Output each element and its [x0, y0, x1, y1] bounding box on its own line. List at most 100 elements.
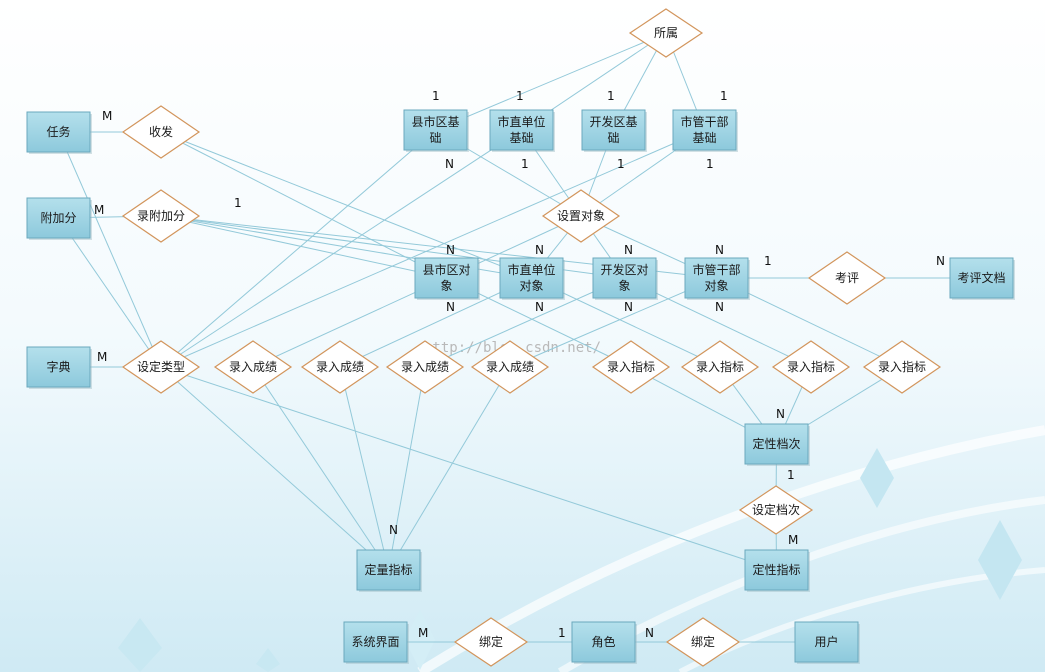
- connector-line: [160, 129, 705, 368]
- cardinality-label: N: [715, 300, 724, 314]
- entity-box: [794, 621, 859, 663]
- relation-label: 录入指标: [607, 359, 655, 374]
- relation-rec_bonus[interactable]: 录附加分: [121, 189, 201, 243]
- connector-line: [160, 129, 436, 368]
- cardinality-label: 1: [720, 89, 728, 103]
- entity-label: 定性档次: [752, 436, 800, 451]
- cardinality-label: 1: [516, 89, 524, 103]
- entity-quant_ind[interactable]: 定量指标: [356, 549, 422, 592]
- relation-score1[interactable]: 录入成绩: [213, 340, 293, 394]
- entity-box: [744, 549, 809, 591]
- entity-box: [571, 621, 636, 663]
- relation-diamond: [213, 340, 293, 394]
- entity-role[interactable]: 角色: [571, 621, 637, 664]
- entity-label: 础: [429, 131, 441, 145]
- relation-rate[interactable]: 考评: [807, 251, 887, 305]
- relation-bind2[interactable]: 绑定: [665, 617, 741, 667]
- relation-ind2[interactable]: 录入指标: [680, 340, 760, 394]
- cardinality-label: 1: [764, 254, 772, 268]
- relation-set_obj[interactable]: 设置对象: [541, 189, 621, 243]
- relation-diamond: [665, 617, 741, 667]
- entity-box: [489, 109, 554, 151]
- relation-set_type[interactable]: 设定类型: [121, 340, 201, 394]
- cardinality-label: M: [102, 109, 112, 123]
- entity-box: [343, 621, 408, 663]
- entity-user[interactable]: 用户: [794, 621, 860, 664]
- relation-diamond: [121, 189, 201, 243]
- cardinality-label: M: [418, 626, 428, 640]
- relation-label: 设定档次: [752, 502, 800, 517]
- entity-box: [26, 197, 91, 239]
- cardinality-label: N: [446, 243, 455, 257]
- connector-line: [160, 129, 522, 368]
- entity-dict[interactable]: 字典: [26, 346, 92, 389]
- relation-belong[interactable]: 所属: [628, 8, 704, 58]
- relation-diamond: [470, 340, 550, 394]
- entity-box: [684, 257, 749, 299]
- relation-score2[interactable]: 录入成绩: [300, 340, 380, 394]
- relation-ind3[interactable]: 录入指标: [771, 340, 851, 394]
- relation-ind4[interactable]: 录入指标: [862, 340, 942, 394]
- connector-line: [424, 277, 625, 368]
- relation-label: 录入成绩: [486, 360, 534, 374]
- entity-label: 基础: [509, 131, 533, 145]
- entity-label: 定性指标: [752, 562, 800, 577]
- relation-label: 录附加分: [137, 209, 185, 223]
- relation-diamond: [121, 105, 201, 159]
- relation-label: 录入指标: [787, 359, 835, 374]
- entity-label: 基础: [692, 131, 716, 145]
- entity-label: 考评文档: [957, 270, 1005, 285]
- cardinality-label: N: [389, 523, 398, 537]
- relation-label: 设置对象: [557, 209, 605, 223]
- entity-task[interactable]: 任务: [26, 111, 92, 154]
- entity-label: 附加分: [40, 211, 76, 225]
- cardinality-label: N: [446, 300, 455, 314]
- deco-diamond: [405, 610, 435, 670]
- entity-qual_grade[interactable]: 定性档次: [744, 423, 810, 466]
- connector-line: [58, 217, 162, 368]
- connector-line: [435, 32, 667, 131]
- cardinality-label: 1: [706, 157, 714, 171]
- relation-diamond: [680, 340, 760, 394]
- relation-score4[interactable]: 录入成绩: [470, 340, 550, 394]
- entity-box: [592, 257, 657, 299]
- cardinality-label: 1: [787, 468, 795, 482]
- relation-issue[interactable]: 收发: [121, 105, 201, 159]
- relation-diamond: [807, 251, 887, 305]
- connector-line: [339, 366, 389, 571]
- relation-label: 录入指标: [878, 359, 926, 374]
- cardinality-label: M: [788, 533, 798, 547]
- relation-set_grade[interactable]: 设定档次: [738, 485, 814, 535]
- entity-sys_ui[interactable]: 系统界面: [343, 621, 409, 664]
- entity-label: 县市区对: [422, 262, 470, 277]
- entity-box: [414, 257, 479, 299]
- relation-ind1[interactable]: 录入指标: [591, 340, 671, 394]
- entity-eval_doc[interactable]: 考评文档: [949, 257, 1015, 300]
- cardinality-label: 1: [234, 196, 242, 210]
- entity-box: [499, 257, 564, 299]
- entity-label: 任务: [46, 124, 70, 139]
- entity-qual_ind[interactable]: 定性指标: [744, 549, 810, 592]
- entity-box: [949, 257, 1014, 299]
- entity-label: 对象: [519, 279, 543, 293]
- entity-bonus[interactable]: 附加分: [26, 197, 92, 240]
- cardinality-label: N: [445, 157, 454, 171]
- relation-diamond: [541, 189, 621, 243]
- relation-label: 绑定: [691, 634, 715, 649]
- relation-bind1[interactable]: 绑定: [453, 617, 529, 667]
- connector-line: [58, 131, 162, 368]
- relation-score3[interactable]: 录入成绩: [385, 340, 465, 394]
- entity-label: 础: [607, 131, 619, 145]
- cardinality-label: N: [645, 626, 654, 640]
- entity-label: 角色: [591, 635, 615, 649]
